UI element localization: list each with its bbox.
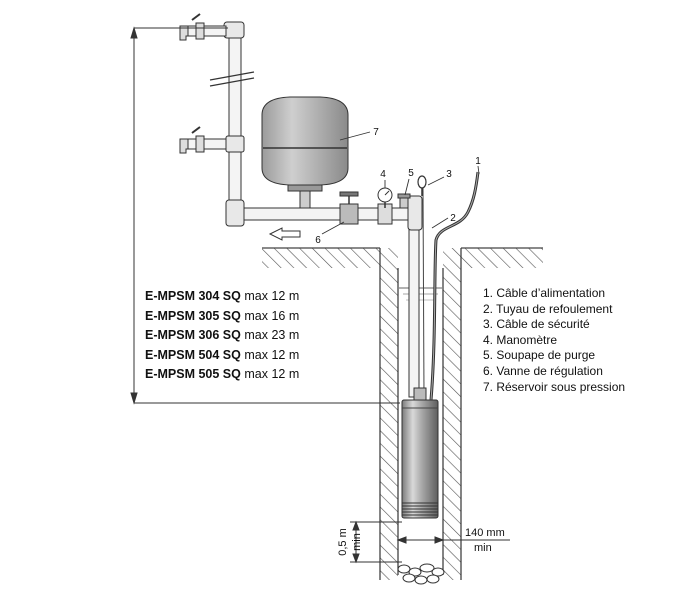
- diameter-unit-label: min: [474, 542, 492, 554]
- safety-cable-eye: [417, 175, 427, 196]
- legend-item: 3. Câble de sécurité: [483, 317, 590, 332]
- component-legend: 1. Câble d’alimentation 2. Tuyau de refo…: [483, 286, 625, 395]
- clearance-unit-label: min: [351, 533, 363, 551]
- model-depth: max 12 m: [244, 347, 300, 362]
- ground-surface: [262, 247, 543, 268]
- model-name: E-MPSM 304 SQ: [145, 289, 241, 303]
- model-row: E-MPSM 304 SQ max 12 m: [145, 287, 299, 307]
- callout-5: 5: [408, 168, 414, 179]
- callout-7: 7: [373, 127, 379, 138]
- lower-tap: [179, 126, 227, 154]
- legend-item: 2. Tuyau de refoulement: [483, 301, 613, 316]
- legend-item: 7. Réservoir sous pression: [483, 379, 626, 394]
- legend-item: 6. Vanne de régulation: [483, 363, 603, 378]
- submersible-pump: [401, 387, 439, 519]
- discharge-pipe: [408, 224, 420, 398]
- safety-cable: [422, 187, 425, 399]
- clearance-value-label: 0,5 m: [337, 528, 349, 556]
- model-list: E-MPSM 304 SQ max 12 m E-MPSM 305 SQ max…: [145, 287, 299, 385]
- diameter-dimension: [396, 530, 510, 548]
- model-row: E-MPSM 305 SQ max 16 m: [145, 307, 299, 327]
- upper-tap: [179, 13, 227, 41]
- model-depth: max 23 m: [244, 328, 300, 342]
- model-depth: max 16 m: [244, 308, 300, 323]
- pressure-tank: [261, 96, 349, 209]
- callout-leaders: [321, 131, 480, 235]
- regulation-valve: [339, 191, 393, 225]
- legend-item: 5. Soupape de purge: [483, 348, 596, 363]
- model-depth: max 12 m: [244, 367, 300, 381]
- bottom-clearance-dimension: [350, 520, 402, 564]
- flow-arrow: [268, 227, 301, 241]
- purge-valve: [397, 193, 411, 209]
- model-row: E-MPSM 504 SQ max 12 m: [145, 346, 299, 366]
- model-row: E-MPSM 306 SQ max 23 m: [145, 326, 299, 346]
- model-name: E-MPSM 305 SQ: [145, 308, 241, 323]
- callout-4: 4: [380, 169, 386, 180]
- legend-item: 4. Manomètre: [483, 332, 558, 347]
- height-dimension: [130, 26, 400, 405]
- legend-item: 1. Câble d’alimentation: [483, 286, 606, 300]
- gravel: [397, 563, 445, 585]
- callout-6: 6: [315, 235, 321, 246]
- callout-1: 1: [475, 156, 481, 167]
- callout-3: 3: [446, 169, 452, 180]
- diameter-value-label: 140 mm: [465, 527, 505, 539]
- riser-pipe: [209, 21, 255, 227]
- well-borehole: [379, 248, 462, 580]
- model-name: E-MPSM 504 SQ: [145, 347, 241, 362]
- pressure-gauge: [377, 187, 393, 208]
- surface-pipe: [233, 195, 423, 231]
- model-name: E-MPSM 505 SQ: [145, 367, 241, 381]
- model-row: E-MPSM 505 SQ max 12 m: [145, 365, 299, 385]
- callout-2: 2: [450, 213, 456, 224]
- model-name: E-MPSM 306 SQ: [145, 328, 241, 342]
- model-depth: max 12 m: [244, 289, 300, 303]
